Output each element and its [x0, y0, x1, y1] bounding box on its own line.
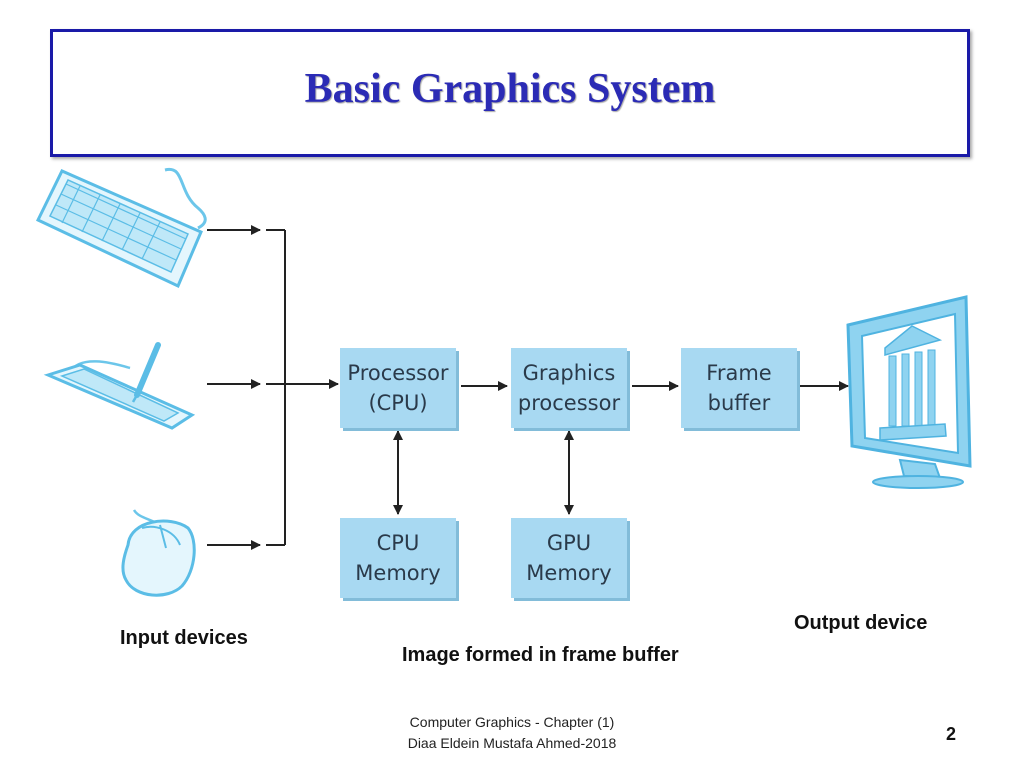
footer-line-2: Diaa Eldein Mustafa Ahmed-2018	[407, 735, 617, 751]
footer: Computer Graphics - Chapter (1) Diaa Eld…	[380, 712, 644, 754]
image-formed-label: Image formed in frame buffer	[402, 644, 679, 666]
input-devices-label: Input devices	[120, 627, 248, 649]
input-bus	[207, 225, 339, 550]
monitor-icon	[846, 295, 972, 489]
cpu-block: Processor (CPU)	[340, 348, 456, 428]
footer-line-1: Computer Graphics - Chapter (1)	[409, 714, 615, 730]
page-title: Basic Graphics System	[304, 66, 716, 112]
keyboard-icon	[35, 167, 207, 289]
tablet-icon	[43, 342, 196, 430]
graphics-processor-block: Graphics processor	[511, 348, 627, 428]
flow-arrows	[393, 381, 849, 515]
gpu-memory-block: GPU Memory	[511, 518, 627, 598]
page-number: 2	[946, 724, 957, 744]
mouse-icon	[121, 509, 196, 597]
title-box: Basic Graphics System	[50, 29, 970, 157]
cpu-memory-block: CPU Memory	[340, 518, 456, 598]
output-device-label: Output device	[794, 612, 928, 634]
frame-buffer-block: Frame buffer	[681, 348, 797, 428]
